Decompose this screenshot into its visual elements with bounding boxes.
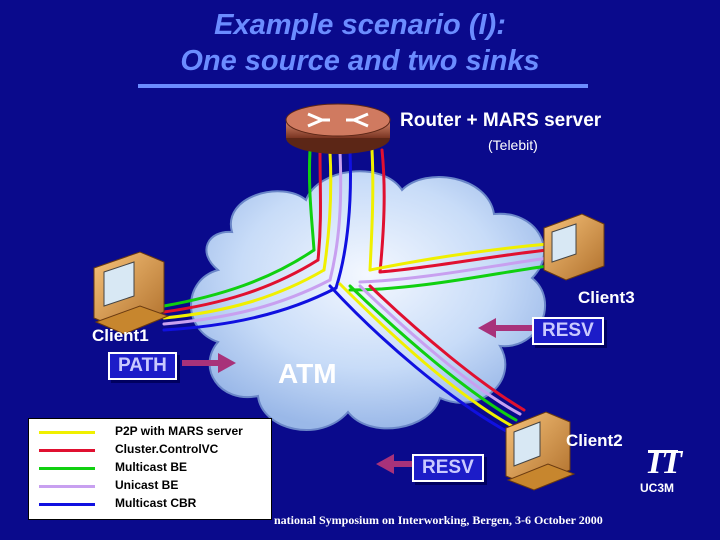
logo-overline — [648, 450, 678, 453]
legend-label: Unicast BE — [115, 478, 179, 492]
legend-label: Cluster.ControlVC — [115, 442, 219, 456]
client1-label: Client1 — [92, 326, 149, 345]
atm-label: ATM — [278, 358, 337, 389]
client3-pc-icon — [543, 213, 605, 281]
slide-title-line1: Example scenario (I): — [214, 9, 506, 41]
atm-cloud — [190, 170, 547, 431]
path-arrow — [182, 353, 236, 373]
legend-label: P2P with MARS server — [115, 424, 243, 438]
legend-swatch — [39, 467, 95, 470]
router-label: Router + MARS server — [400, 110, 602, 131]
client2-pc-icon — [505, 411, 576, 491]
legend-swatch — [39, 503, 95, 506]
resv-top-arrow — [478, 318, 532, 338]
footer-text: national Symposium on Interworking, Berg… — [274, 513, 603, 527]
client2-label: Client2 — [566, 431, 623, 450]
legend-swatch — [39, 449, 95, 452]
title-underline — [138, 84, 588, 88]
slide-title-line2: One source and two sinks — [180, 45, 540, 77]
router-icon — [285, 103, 391, 154]
legend-box: P2P with MARS server Cluster.ControlVC M… — [28, 418, 272, 520]
network-links — [162, 148, 550, 434]
router-sublabel: (Telebit) — [488, 137, 538, 153]
client3-label: Client3 — [578, 288, 635, 307]
client1-pc-icon — [93, 251, 170, 335]
path-message-box: PATH — [108, 352, 177, 380]
legend-swatch — [39, 485, 95, 488]
resv-message-box-top: RESV — [532, 317, 604, 345]
logo-subtext: UC3M — [640, 481, 675, 495]
legend-swatch — [39, 431, 95, 434]
legend-label: Multicast BE — [115, 460, 188, 474]
resv-message-box-bottom: RESV — [412, 454, 484, 482]
legend-label: Multicast CBR — [115, 496, 197, 510]
